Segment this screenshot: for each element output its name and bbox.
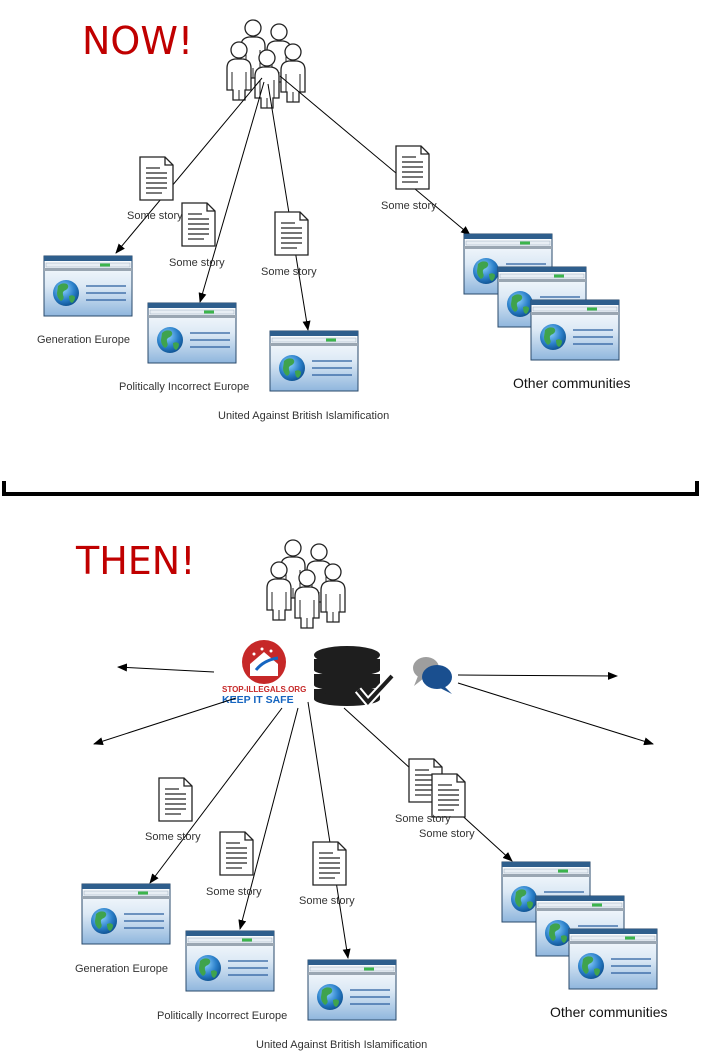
document-icon [431, 773, 466, 818]
now-arrows [115, 75, 471, 331]
site-label: Politically Incorrect Europe [157, 1010, 287, 1022]
story-label: Some story [381, 200, 437, 212]
story-label: Some story [206, 886, 262, 898]
site-label: Generation Europe [75, 963, 168, 975]
then-title: THEN! [75, 539, 195, 583]
website-window-icon [81, 883, 171, 945]
website-window-icon [147, 302, 237, 364]
site-label: United Against British Islamification [218, 410, 389, 422]
document-icon [395, 145, 430, 190]
other-communities-label: Other communities [550, 1004, 667, 1020]
then-people-group-icon [267, 540, 345, 628]
database-check-icon [314, 646, 395, 709]
logo-line2: KEEP IT SAFE [222, 694, 294, 706]
site-label: Generation Europe [37, 334, 130, 346]
document-icon [139, 156, 174, 201]
section-divider [2, 481, 699, 496]
story-label: Some story [395, 813, 451, 825]
now-title: NOW! [82, 19, 193, 63]
story-label: Some story [299, 895, 355, 907]
chat-bubbles-icon [413, 657, 452, 694]
website-window-icon [307, 959, 397, 1021]
other-communities-label: Other communities [513, 375, 630, 391]
now-people-group-icon [227, 20, 305, 108]
document-icon [158, 777, 193, 822]
document-icon [219, 831, 254, 876]
story-label: Some story [419, 828, 475, 840]
story-label: Some story [145, 831, 201, 843]
site-label: United Against British Islamification [256, 1039, 427, 1051]
document-icon [312, 841, 347, 886]
website-window-icon [43, 255, 133, 317]
website-window-icon [568, 928, 658, 990]
site-label: Politically Incorrect Europe [119, 381, 249, 393]
story-label: Some story [261, 266, 317, 278]
story-label: Some story [169, 257, 225, 269]
website-window-icon [530, 299, 620, 361]
stop-illegals-logo: STOP-ILLEGALS.ORG KEEP IT SAFE [222, 640, 306, 706]
document-icon [181, 202, 216, 247]
document-icon [274, 211, 309, 256]
story-label: Some story [127, 210, 183, 222]
website-window-icon [185, 930, 275, 992]
logo-line1: STOP-ILLEGALS.ORG [222, 685, 306, 694]
website-window-icon [269, 330, 359, 392]
